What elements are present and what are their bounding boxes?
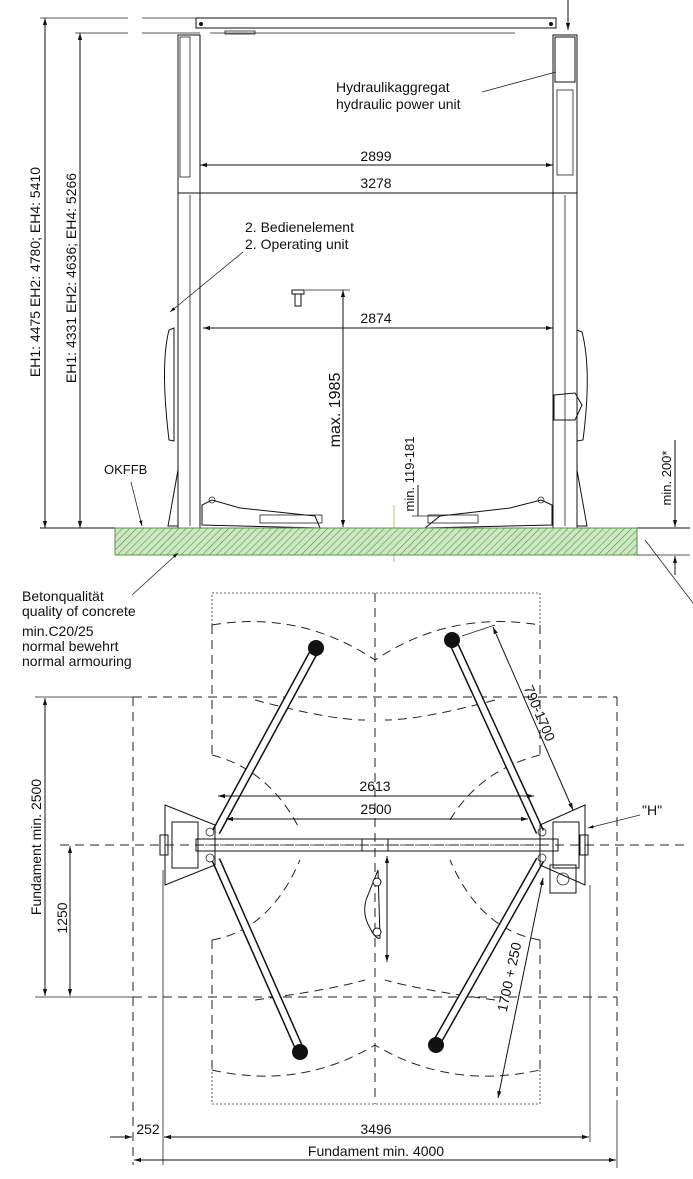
left-post bbox=[159, 804, 216, 886]
right-arm-lowered bbox=[423, 496, 553, 529]
arm-front-left bbox=[212, 640, 324, 835]
arm-swing-area bbox=[211, 592, 541, 1105]
h-marker-label: "H" bbox=[642, 802, 662, 818]
leader-operating-unit bbox=[169, 251, 244, 313]
power-unit-label-de: Hydraulikaggregat bbox=[336, 79, 450, 95]
left-column bbox=[164, 34, 201, 529]
right-post bbox=[537, 804, 589, 894]
concrete-note-line: quality of concrete bbox=[22, 603, 136, 619]
leader-power-unit bbox=[481, 71, 557, 93]
concrete-note-line: normal armouring bbox=[22, 653, 132, 669]
lifting-pad-icon bbox=[428, 1037, 444, 1053]
cross-beam bbox=[195, 838, 559, 852]
min-pickup-label: min. 119-181 bbox=[402, 437, 417, 512]
top-view: 2613 2500 790-1700 1700 + 250 "H" Fundam… bbox=[28, 592, 690, 1168]
lifting-pad-icon bbox=[308, 640, 324, 656]
lifting-pad-icon bbox=[292, 1044, 308, 1060]
arm-front-right bbox=[444, 632, 545, 834]
foundation-depth-label: Fundament min. 2500 bbox=[28, 779, 44, 915]
concrete-note-line: normal bewehrt bbox=[22, 638, 119, 654]
hydraulic-unit-icon bbox=[549, 864, 577, 894]
dim-line-arm-reach-long bbox=[497, 877, 544, 1099]
concrete-foundation bbox=[114, 527, 638, 556]
offset-label: 252 bbox=[136, 1121, 160, 1137]
lifting-pad-icon bbox=[291, 289, 350, 307]
overhead-beam bbox=[195, 0, 571, 35]
height-extension-lines bbox=[40, 17, 215, 528]
front-view: EH1: 4475 EH2: 4780; EH4: 5410 EH1: 4331… bbox=[22, 0, 693, 669]
min-depth-label: min. 200* bbox=[659, 451, 674, 506]
floor-label: OKFFB bbox=[104, 462, 147, 477]
car-direction-icon bbox=[364, 856, 390, 962]
operating-unit-label-en: 2. Operating unit bbox=[245, 236, 349, 252]
overall-height-label: EH1: 4475 EH2: 4780; EH4: 5410 bbox=[27, 167, 43, 377]
left-arm-lowered bbox=[201, 496, 323, 529]
power-unit-label-en: hydraulic power unit bbox=[336, 96, 461, 112]
width-columns-label: 2874 bbox=[360, 310, 391, 326]
post-spacing-label: 3496 bbox=[360, 1121, 391, 1137]
max-lift-label: max. 1985 bbox=[327, 373, 344, 448]
concrete-note-line: Betonqualität bbox=[22, 588, 104, 604]
clear-height-label: EH1: 4331 EH2: 4636; EH4: 5266 bbox=[63, 173, 79, 383]
half-depth-label: 1250 bbox=[54, 902, 70, 933]
operating-unit-label-de: 2. Bedienelement bbox=[245, 219, 354, 235]
arm-reach-long-label: 1700 + 250 bbox=[494, 941, 524, 1013]
arm-span-outer-label: 2613 bbox=[359, 778, 390, 794]
foundation-width-label: Fundament min. 4000 bbox=[308, 1143, 444, 1159]
arm-rear-right bbox=[428, 857, 544, 1053]
arm-rear-left bbox=[211, 858, 308, 1060]
lifting-pad-icon bbox=[444, 632, 460, 648]
arm-span-inner-label: 2500 bbox=[360, 801, 391, 817]
dim-line-arm-reach-short bbox=[492, 626, 574, 811]
width-outer-label: 3278 bbox=[360, 175, 391, 191]
right-column bbox=[552, 34, 588, 529]
concrete-note-line: min.C20/25 bbox=[22, 623, 94, 639]
leader-line-depth bbox=[644, 539, 693, 604]
width-inner-label: 2899 bbox=[360, 148, 391, 164]
concrete-note: Betonqualität quality of concrete min.C2… bbox=[22, 588, 136, 669]
